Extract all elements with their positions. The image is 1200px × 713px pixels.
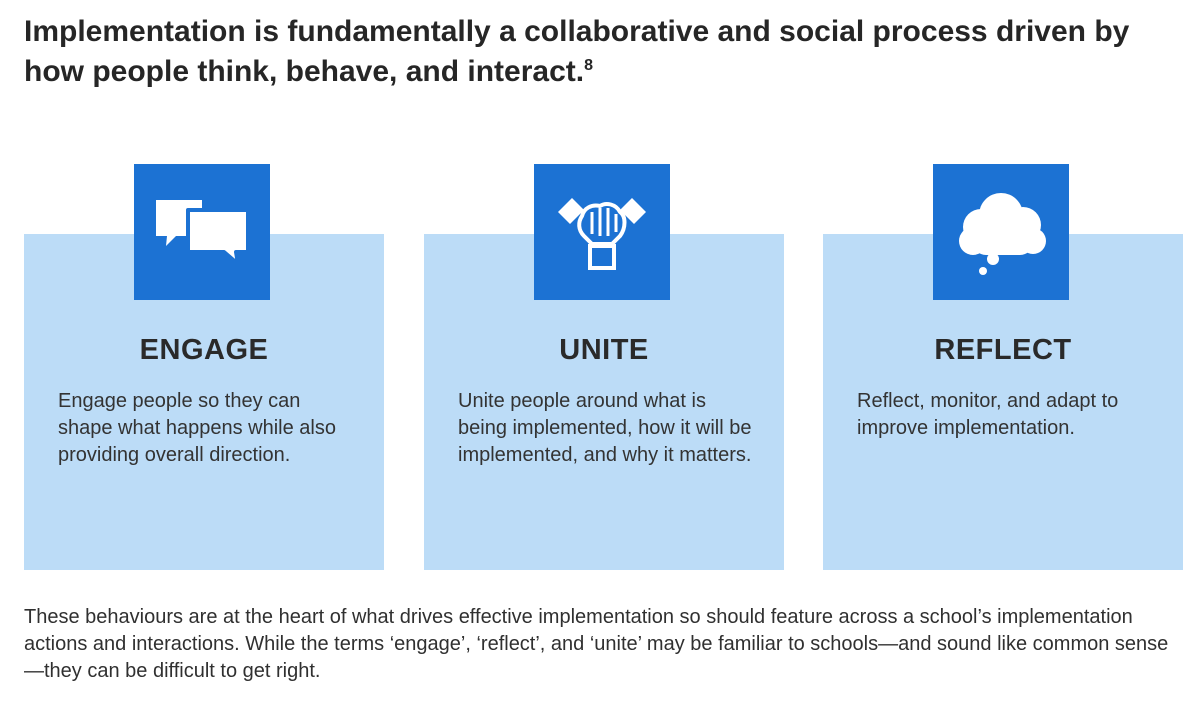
card-body-unite: Unite people around what is being implem… bbox=[458, 390, 752, 466]
footnote-marker: 8 bbox=[584, 57, 594, 74]
card-reflect: REFLECT Reflect, monitor, and adapt to i… bbox=[823, 164, 1183, 570]
card-unite: UNITE Unite people around what is being … bbox=[424, 164, 784, 570]
card-body-reflect: Reflect, monitor, and adapt to improve i… bbox=[857, 390, 1119, 439]
joined-hands-icon bbox=[534, 164, 670, 300]
card-title-unite: UNITE bbox=[559, 334, 649, 366]
footer-paragraph: These behaviours are at the heart of wha… bbox=[24, 606, 1169, 682]
card-title-reflect: REFLECT bbox=[934, 334, 1072, 366]
thought-cloud-icon bbox=[933, 164, 1069, 300]
headline-text: Implementation is fundamentally a collab… bbox=[24, 15, 1130, 88]
card-body-engage: Engage people so they can shape what hap… bbox=[58, 390, 336, 466]
speech-bubbles-icon bbox=[134, 164, 270, 300]
page-headline: Implementation is fundamentally a collab… bbox=[24, 12, 1174, 92]
card-engage: ENGAGE Engage people so they can shape w… bbox=[24, 164, 384, 570]
card-title-engage: ENGAGE bbox=[139, 334, 269, 366]
